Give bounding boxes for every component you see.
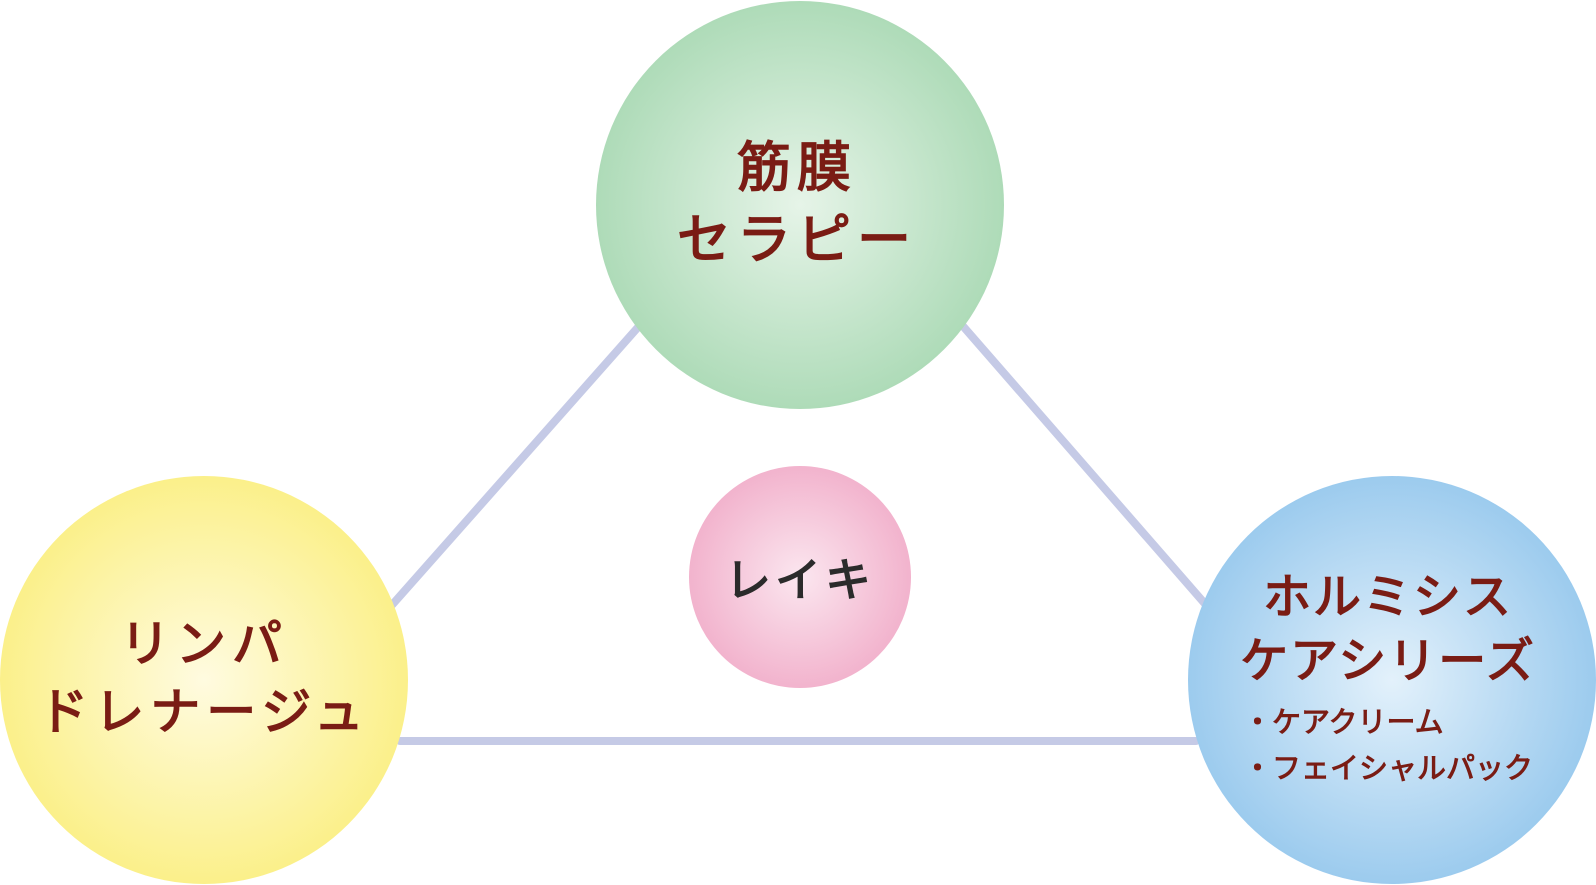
circle-left <box>0 476 408 884</box>
connector-top-left <box>388 321 644 609</box>
circle-right <box>1188 476 1596 884</box>
circle-center <box>689 466 911 688</box>
connector-top-right <box>958 321 1210 609</box>
circle-top <box>596 1 1004 409</box>
